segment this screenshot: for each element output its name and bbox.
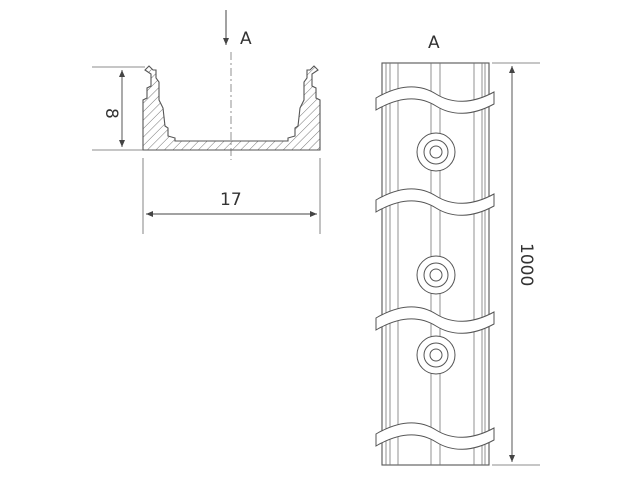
profile-section-view: A 8 17	[92, 10, 321, 234]
break-line-2	[375, 188, 495, 216]
break-lines	[375, 86, 495, 450]
mounting-hole-2	[416, 255, 456, 295]
width-dim-label: 17	[220, 190, 242, 210]
top-view-label: A	[428, 33, 440, 53]
break-line-4	[375, 422, 495, 450]
mounting-hole-3	[416, 335, 456, 375]
profile-top-view: A	[375, 33, 540, 466]
section-arrow-label: A	[240, 29, 252, 49]
profile-outline	[142, 65, 321, 151]
break-line-1	[375, 86, 495, 114]
break-line-3	[375, 306, 495, 334]
height-dim-label: 8	[101, 108, 121, 119]
mounting-hole-1	[416, 132, 456, 172]
length-dim-label: 1000	[516, 243, 536, 286]
